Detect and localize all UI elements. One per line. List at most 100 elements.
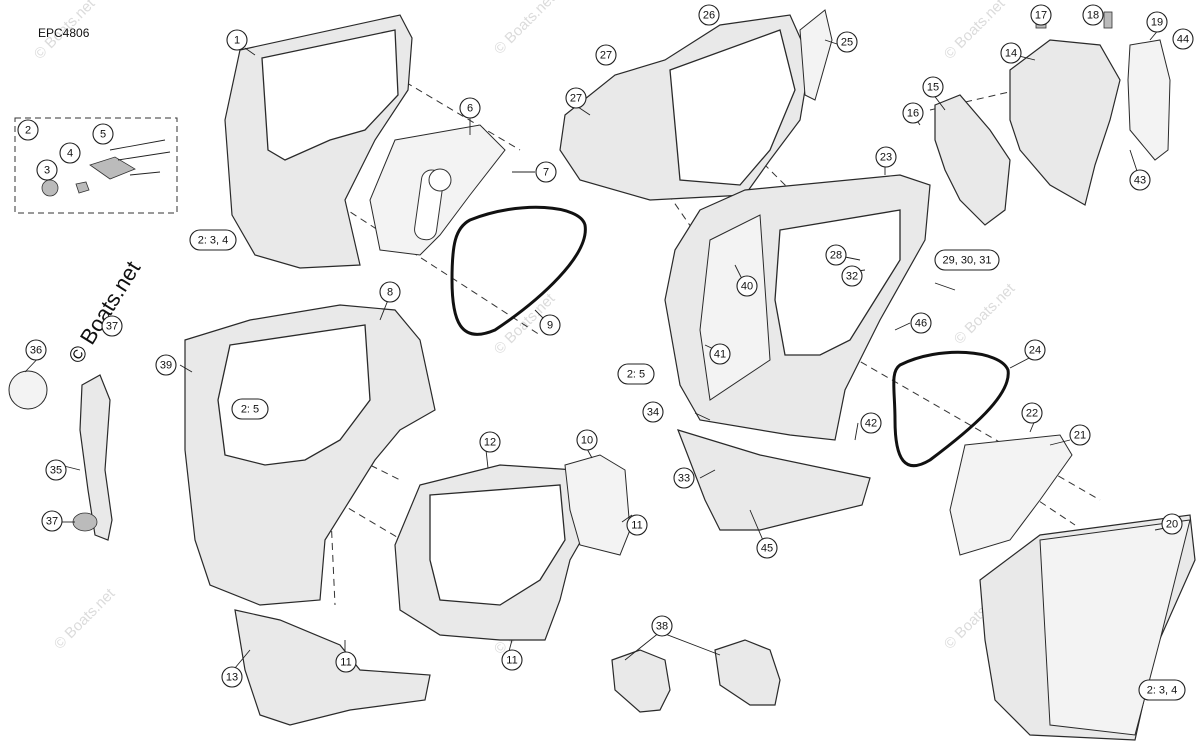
watermark: © Boats.net bbox=[941, 0, 1009, 63]
callout-21: 21 bbox=[1069, 424, 1091, 446]
callout-label: 44 bbox=[1177, 34, 1189, 46]
callout-label: 6 bbox=[467, 103, 473, 115]
callout-26: 26 bbox=[698, 4, 720, 26]
side-panel-1-window bbox=[261, 29, 399, 161]
callout-label: 21 bbox=[1074, 430, 1086, 442]
callout-label: 26 bbox=[703, 10, 715, 22]
callout-35: 35 bbox=[45, 459, 67, 481]
frame-24-window bbox=[774, 209, 901, 356]
arm-36 bbox=[79, 374, 113, 541]
callout-label: 12 bbox=[484, 437, 496, 449]
callout-pill-label: 2: 3, 4 bbox=[1147, 685, 1178, 697]
callout-label: 9 bbox=[547, 320, 553, 332]
callout-label: 19 bbox=[1151, 17, 1163, 29]
callout-pill-label: 2: 5 bbox=[627, 369, 645, 381]
callout-label: 11 bbox=[340, 657, 351, 669]
callout-label: 2 bbox=[25, 125, 31, 137]
callout-40: 40 bbox=[736, 275, 758, 297]
callout-pill: 2: 3, 4 bbox=[1138, 679, 1186, 701]
callout-11: 11 bbox=[626, 514, 648, 536]
callout-label: 24 bbox=[1029, 345, 1041, 357]
callout-pill: 2: 3, 4 bbox=[189, 229, 237, 251]
callout-11: 11 bbox=[501, 649, 523, 671]
callout-39: 39 bbox=[155, 354, 177, 376]
cap-37 bbox=[8, 370, 48, 410]
callout-label: 22 bbox=[1026, 408, 1038, 420]
callout-label: 1 bbox=[234, 35, 240, 47]
callout-label: 11 bbox=[506, 655, 517, 667]
callout-37: 37 bbox=[101, 315, 123, 337]
callout-label: 45 bbox=[761, 543, 773, 555]
callout-label: 37 bbox=[106, 321, 118, 333]
callout-label: 23 bbox=[880, 152, 892, 164]
callout-36: 36 bbox=[25, 339, 47, 361]
diagram-code: EPC4806 bbox=[38, 26, 90, 40]
callout-3: 3 bbox=[36, 159, 58, 181]
callout-pill: 29, 30, 31 bbox=[934, 249, 1000, 271]
gasket-9 bbox=[450, 205, 587, 336]
bracket-10 bbox=[564, 454, 631, 556]
callout-pill-label: 29, 30, 31 bbox=[943, 255, 992, 267]
callout-27: 27 bbox=[595, 44, 617, 66]
callout-10: 10 bbox=[576, 429, 598, 451]
gasket-25 bbox=[892, 350, 1010, 468]
callout-label: 33 bbox=[678, 473, 690, 485]
watermark: © Boats.net bbox=[491, 0, 559, 58]
housing-15 bbox=[1009, 39, 1121, 206]
callout-38: 38 bbox=[651, 615, 673, 637]
callout-label: 4 bbox=[67, 148, 73, 160]
callout-pill-label: 2: 5 bbox=[241, 404, 259, 416]
cover-20 bbox=[1127, 39, 1171, 161]
callout-1: 1 bbox=[226, 29, 248, 51]
callout-18: 18 bbox=[1082, 4, 1104, 26]
callout-label: 5 bbox=[100, 129, 106, 141]
callout-5: 5 bbox=[92, 123, 114, 145]
callout-34: 34 bbox=[642, 401, 664, 423]
watermark: © Boats.net bbox=[51, 585, 119, 653]
callout-label: 8 bbox=[387, 287, 393, 299]
hardware-detail-box bbox=[14, 117, 178, 214]
callout-label: 13 bbox=[226, 672, 238, 684]
callout-46: 46 bbox=[910, 312, 932, 334]
bracket-39b bbox=[714, 639, 781, 706]
callout-label: 41 bbox=[714, 349, 726, 361]
callout-label: 37 bbox=[46, 516, 58, 528]
callout-pills: 2: 3, 4 2: 5 29, 30, 31 2: 5 2: 3, 4 bbox=[189, 229, 1186, 701]
callout-11: 11 bbox=[335, 651, 357, 673]
cover-22 bbox=[949, 434, 1073, 556]
callout-22: 22 bbox=[1021, 402, 1043, 424]
callout-43: 43 bbox=[1129, 169, 1151, 191]
callout-9: 9 bbox=[539, 314, 561, 336]
callout-label: 36 bbox=[30, 345, 42, 357]
callout-label: 27 bbox=[600, 50, 612, 62]
callout-label: 20 bbox=[1166, 519, 1178, 531]
callout-23: 23 bbox=[875, 146, 897, 168]
trim-13 bbox=[234, 609, 431, 726]
callout-label: 40 bbox=[741, 281, 753, 293]
callout-45: 45 bbox=[756, 537, 778, 559]
callout-label: 38 bbox=[656, 621, 668, 633]
callout-7: 7 bbox=[535, 161, 557, 183]
callout-28: 28 bbox=[825, 244, 847, 266]
bracket-16 bbox=[934, 94, 1011, 226]
callout-44: 44 bbox=[1172, 28, 1194, 50]
callout-27: 27 bbox=[565, 87, 587, 109]
callout-label: 35 bbox=[50, 465, 62, 477]
callout-label: 46 bbox=[915, 318, 927, 330]
callout-2: 2 bbox=[17, 119, 39, 141]
callout-17: 17 bbox=[1030, 4, 1052, 26]
callout-label: 34 bbox=[647, 407, 659, 419]
callout-16: 16 bbox=[902, 102, 924, 124]
callout-label: 15 bbox=[927, 82, 939, 94]
callout-label: 10 bbox=[581, 435, 593, 447]
callout-33: 33 bbox=[673, 467, 695, 489]
trim-26 bbox=[799, 9, 833, 101]
panel-12-window bbox=[429, 484, 566, 606]
callout-15: 15 bbox=[922, 76, 944, 98]
callout-4: 4 bbox=[59, 142, 81, 164]
callout-label: 17 bbox=[1035, 10, 1047, 22]
callout-13: 13 bbox=[221, 666, 243, 688]
callout-42: 42 bbox=[860, 412, 882, 434]
